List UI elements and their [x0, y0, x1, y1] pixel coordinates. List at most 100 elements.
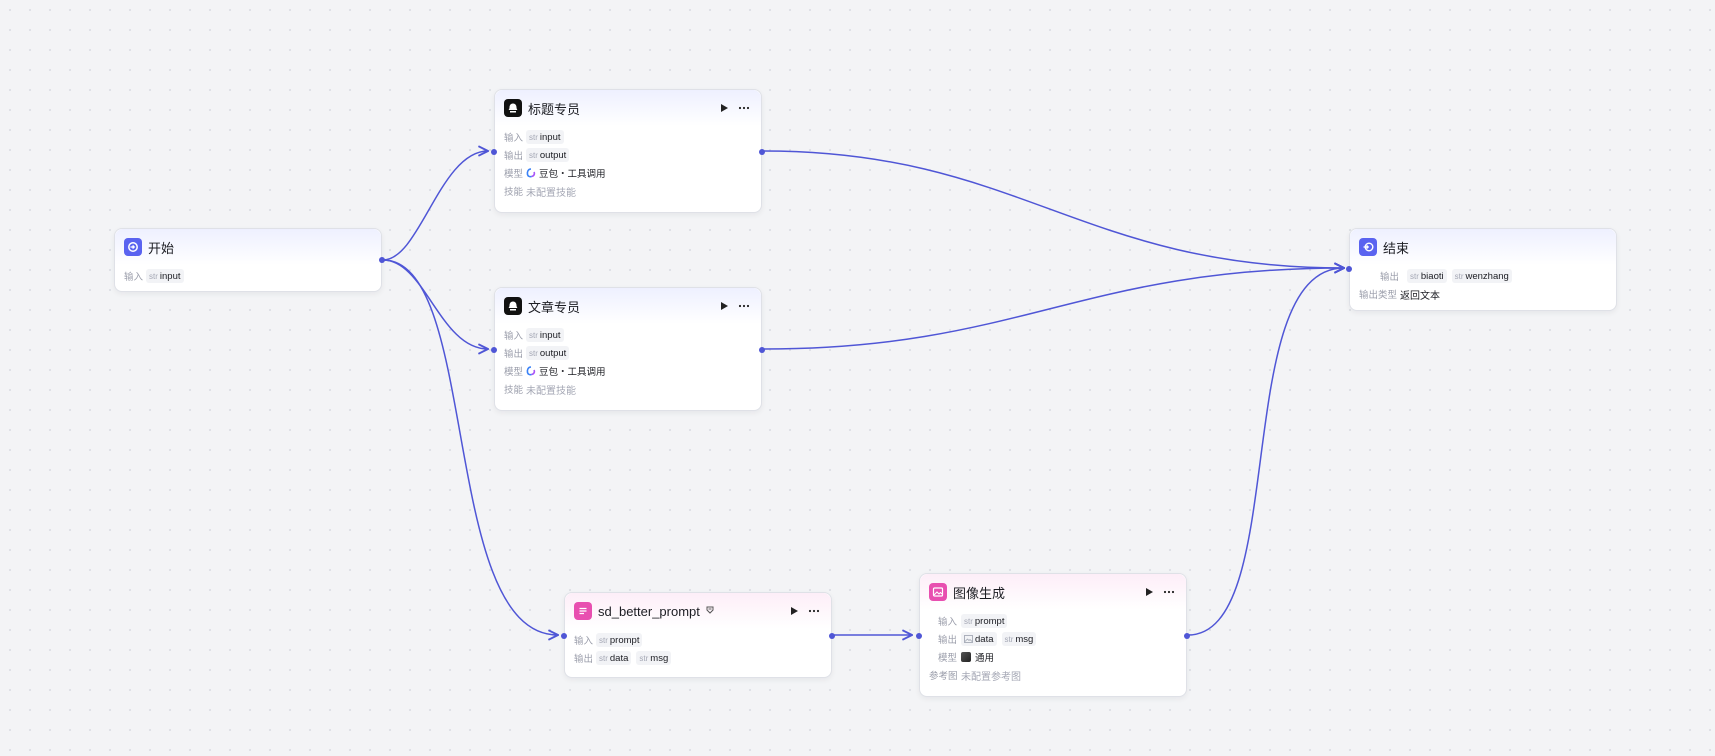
- article-agent-output-port[interactable]: [759, 347, 765, 353]
- edge-article-end[interactable]: [763, 268, 1344, 350]
- edge-start-title[interactable]: [382, 151, 488, 261]
- image-gen-output-port[interactable]: [1184, 633, 1190, 639]
- more-icon[interactable]: [1162, 585, 1176, 599]
- plugin-badge-icon: [705, 602, 781, 620]
- sd-prompt-header[interactable]: sd_better_prompt: [565, 593, 831, 629]
- end-type-row: 输出类型 返回文本: [1359, 285, 1607, 303]
- input-label: 输入: [124, 272, 144, 283]
- edge-start-article[interactable]: [382, 259, 488, 349]
- doubao-icon: [526, 168, 536, 178]
- start-node-title: 开始: [148, 240, 175, 256]
- image-gen-model-row: 模型 通用: [929, 648, 1177, 666]
- input-label: 输入: [938, 617, 958, 628]
- run-button[interactable]: [717, 299, 731, 313]
- title-agent-input-port[interactable]: [491, 149, 497, 155]
- agent-icon: [504, 297, 522, 315]
- sd-prompt-input-port[interactable]: [561, 633, 567, 639]
- model-label: 模型: [504, 367, 524, 378]
- skill-label: 技能: [504, 187, 524, 198]
- more-icon[interactable]: [737, 101, 751, 115]
- skill-value: 未配置技能: [526, 385, 576, 397]
- title-agent-model-row: 模型 豆包・工具调用: [504, 164, 752, 182]
- output-label: 输出: [504, 151, 524, 162]
- model-label: 模型: [504, 169, 524, 180]
- image-gen-header[interactable]: 图像生成: [920, 574, 1186, 610]
- article-agent-input-port[interactable]: [491, 347, 497, 353]
- more-icon[interactable]: [807, 604, 821, 618]
- model-value: 通用: [961, 650, 994, 664]
- model-thumbnail-icon: [961, 652, 971, 662]
- image-icon: [929, 583, 947, 601]
- reference-label: 参考图: [929, 671, 958, 682]
- sd-prompt-title: sd_better_prompt: [598, 603, 700, 619]
- run-button[interactable]: [787, 604, 801, 618]
- title-agent-output-port[interactable]: [759, 149, 765, 155]
- start-icon: [124, 238, 142, 256]
- article-agent-model-row: 模型 豆包・工具调用: [504, 362, 752, 380]
- image-gen-ref-row: 参考图 未配置参考图: [929, 666, 1177, 684]
- start-output-port[interactable]: [379, 257, 385, 263]
- more-icon[interactable]: [737, 299, 751, 313]
- agent-icon: [504, 99, 522, 117]
- output-label: 输出: [504, 349, 524, 360]
- skill-value: 未配置技能: [526, 187, 576, 199]
- image-gen-input-port[interactable]: [916, 633, 922, 639]
- article-agent-header[interactable]: 文章专员: [495, 288, 761, 324]
- input-label: 输入: [504, 331, 524, 342]
- plugin-icon: [574, 602, 592, 620]
- reference-value: 未配置参考图: [961, 671, 1021, 683]
- sd-prompt-output-port[interactable]: [829, 633, 835, 639]
- model-value: 豆包・工具调用: [526, 364, 606, 378]
- doubao-icon: [526, 366, 536, 376]
- skill-label: 技能: [504, 385, 524, 396]
- title-agent-title: 标题专员: [528, 101, 581, 117]
- start-node-header[interactable]: 开始: [115, 229, 381, 265]
- model-label: 模型: [938, 653, 958, 664]
- output-type-value: 返回文本: [1400, 290, 1440, 302]
- image-gen-title: 图像生成: [953, 585, 1006, 601]
- edge-title-end[interactable]: [763, 150, 1344, 268]
- article-agent-title: 文章专员: [528, 299, 581, 315]
- run-button[interactable]: [1142, 585, 1156, 599]
- output-label: 输出: [938, 635, 958, 646]
- run-button[interactable]: [717, 101, 731, 115]
- title-agent-header[interactable]: 标题专员: [495, 90, 761, 126]
- end-node-header[interactable]: 结束: [1350, 229, 1616, 265]
- end-input-port[interactable]: [1346, 266, 1352, 272]
- image-type-icon: [964, 635, 973, 643]
- model-value: 豆包・工具调用: [526, 166, 606, 180]
- title-agent-skill-row: 技能 未配置技能: [504, 182, 752, 200]
- output-label: 输出: [1379, 272, 1399, 283]
- output-label: 输出: [574, 654, 594, 665]
- end-node-title: 结束: [1383, 240, 1410, 256]
- article-agent-skill-row: 技能 未配置技能: [504, 380, 752, 398]
- edge-image-end[interactable]: [1187, 268, 1344, 636]
